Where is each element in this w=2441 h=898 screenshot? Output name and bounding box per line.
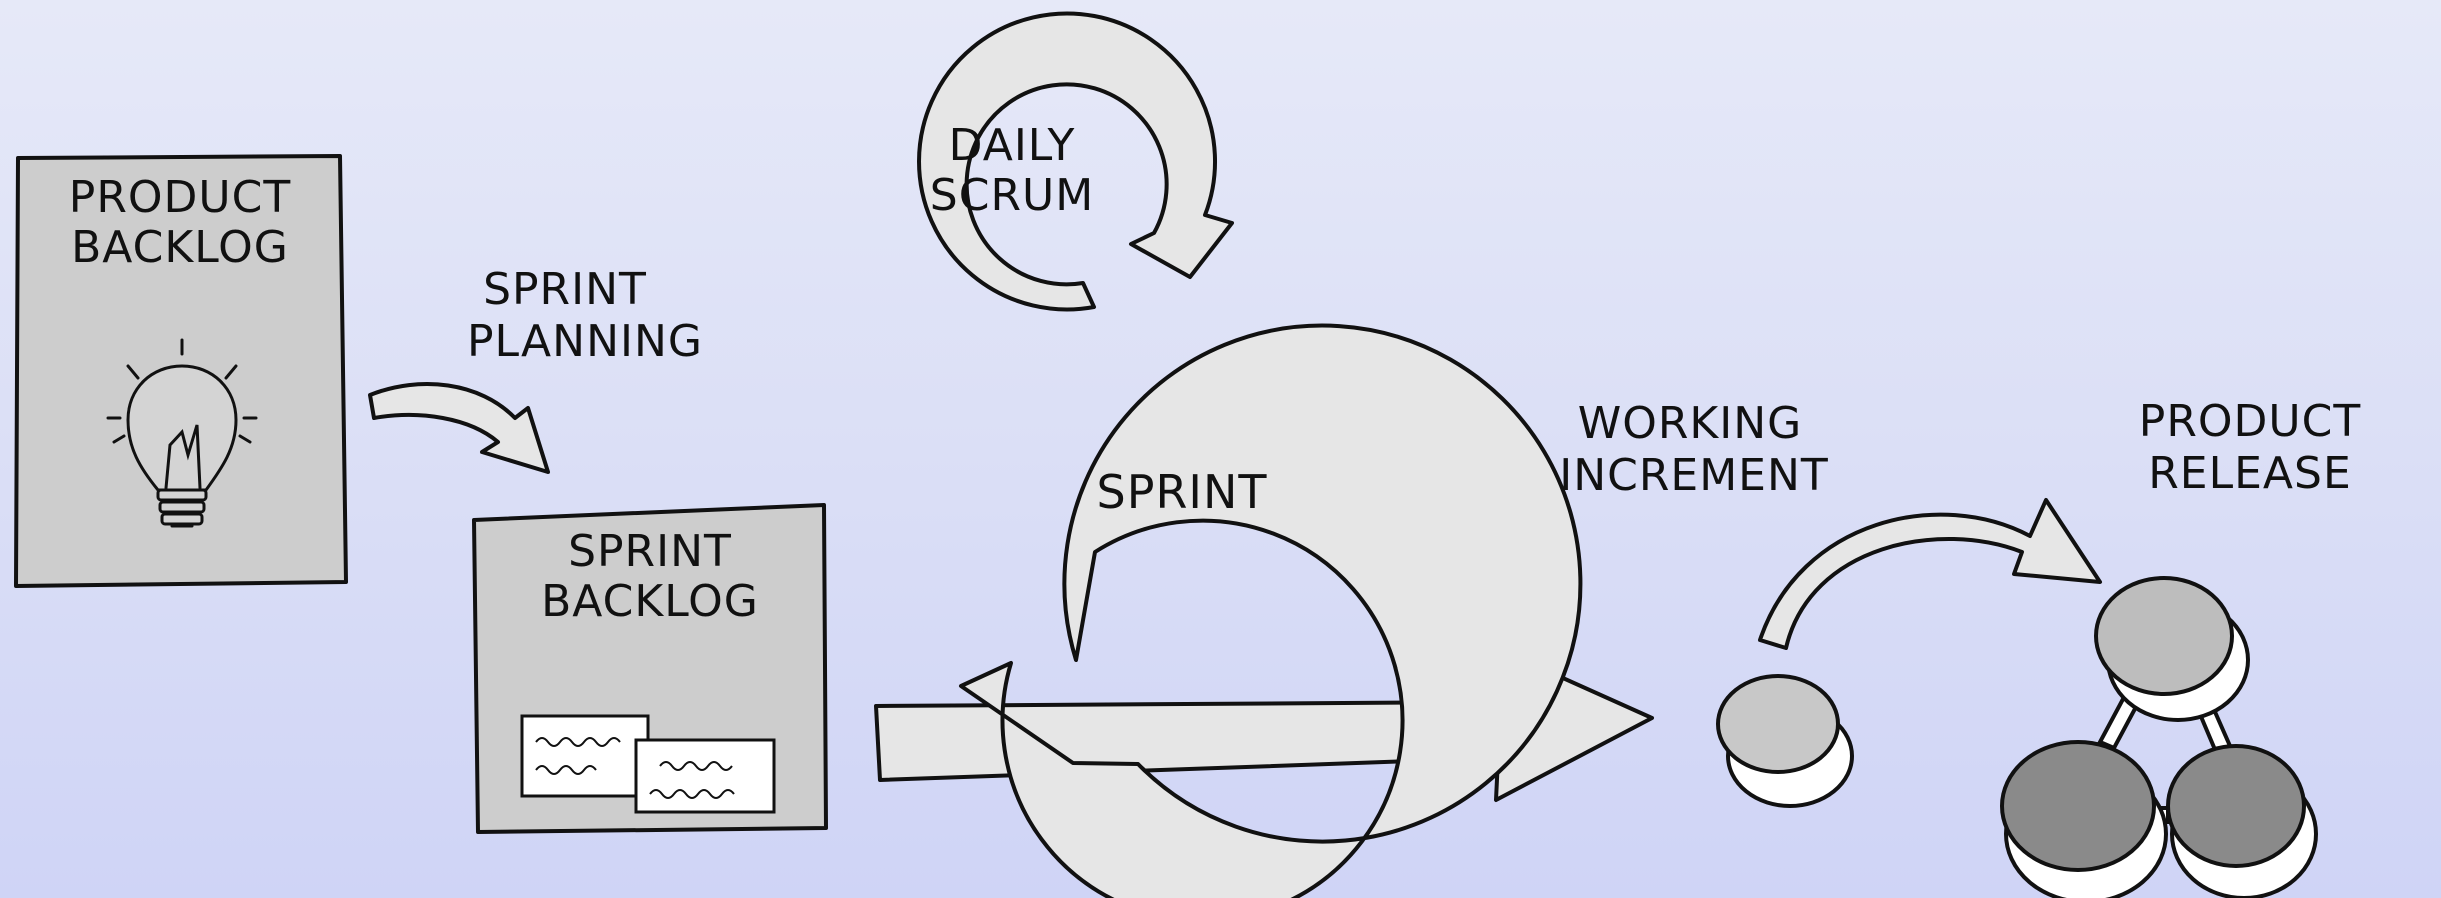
release-disc-left xyxy=(2000,740,2168,898)
sprint-backlog: SPRINT BACKLOG xyxy=(472,503,828,834)
product-backlog-label-line1: PRODUCT xyxy=(69,172,291,223)
task-card-2 xyxy=(634,738,776,814)
sprint-planning-arrow xyxy=(368,382,550,474)
sprint-backlog-label-line1: SPRINT xyxy=(568,526,732,577)
daily-scrum-loop-arrow xyxy=(917,11,1234,312)
lightbulb-icon xyxy=(106,338,258,528)
working-increment-label-line1: WORKING xyxy=(1578,398,1803,449)
release-disc-top xyxy=(2094,576,2250,722)
sprint-cycle: SPRINT xyxy=(959,323,1583,898)
product-backlog: PRODUCT BACKLOG xyxy=(14,154,348,588)
sprint-planning-label-line1: SPRINT xyxy=(483,264,647,315)
sprint-loop-arrow xyxy=(959,323,1583,898)
task-card-1 xyxy=(520,714,650,798)
product-release-label-line1: PRODUCT xyxy=(2139,396,2361,447)
daily-scrum-cycle: DAILY SCRUM xyxy=(917,11,1234,312)
release-disc-right xyxy=(2166,744,2318,898)
sprint-planning-label-line2: PLANNING xyxy=(467,316,703,367)
release-arrow xyxy=(1758,498,2102,650)
increment-disc xyxy=(1716,674,1854,808)
working-increment-label-line2: INCREMENT xyxy=(1559,450,1829,501)
daily-scrum-label-line1: DAILY xyxy=(949,120,1076,171)
sprint-planning: SPRINT PLANNING xyxy=(368,264,703,474)
product-release: PRODUCT RELEASE xyxy=(2000,396,2361,898)
working-increment: WORKING INCREMENT xyxy=(1559,398,1854,808)
release-cluster xyxy=(2000,576,2318,898)
sprint-label: SPRINT xyxy=(1097,465,1268,519)
sprint-backlog-label-line2: BACKLOG xyxy=(541,576,759,627)
product-backlog-label-line2: BACKLOG xyxy=(71,222,289,273)
product-release-label-line2: RELEASE xyxy=(2148,448,2352,499)
daily-scrum-label-line2: SCRUM xyxy=(930,170,1094,221)
